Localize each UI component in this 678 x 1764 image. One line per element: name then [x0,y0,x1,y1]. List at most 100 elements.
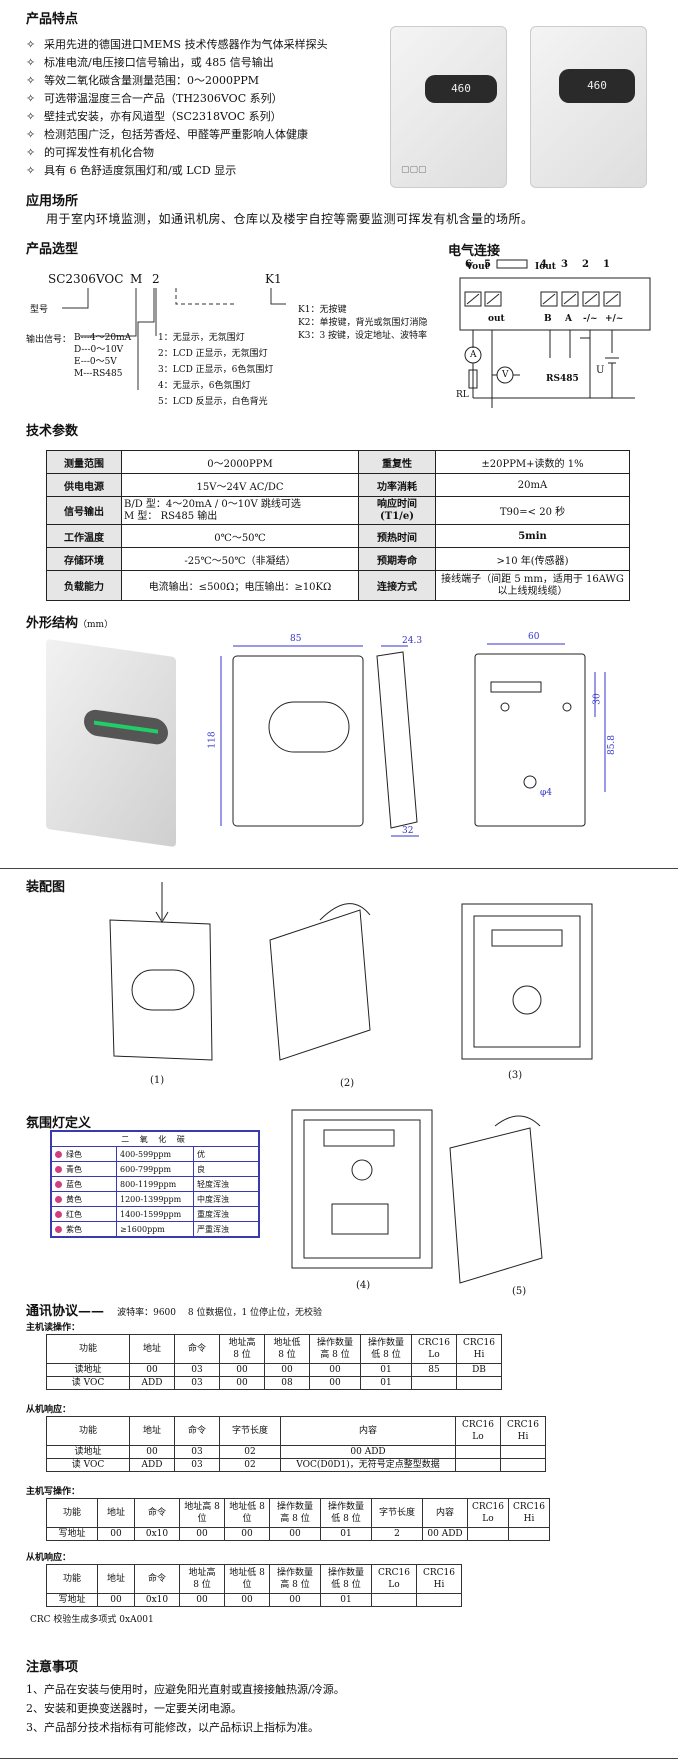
protocol-params: 波特率：9600 8 位数据位，1 位停止位，无校验 [117,1308,323,1318]
model-2: 2 [152,272,160,286]
features-title: 产品特点 [26,12,79,27]
tech-title: 技术参数 [26,424,79,439]
product-photo-1: 460 ▢▢▢ [390,26,507,188]
master-write-title: 主机写操作： [26,1487,81,1497]
color-dot-icon [55,1211,62,1218]
feature-item-continued: 的可挥发性有机化合物 [26,144,396,162]
vout-label: Vout [466,262,489,272]
step-4: (4) [356,1280,371,1291]
wiring-diagram [459,259,651,408]
master-read-table: 功能地址命令地址高 8 位地址低 8 位操作数量 高 8 位操作数量 低 8 位… [46,1334,502,1390]
dim-85-8: 85.8 [607,734,618,756]
divider [0,868,678,869]
dim-phi4: φ4 [540,788,553,798]
product-side-photo [46,638,176,848]
divider [0,1758,678,1759]
assembly-drawings [109,882,593,1061]
iout-label: Iout [535,262,556,272]
color-dot-icon [55,1151,62,1158]
lcd-display: 460 [425,75,497,103]
table-header: 功能地址命令地址高 8 位地址低 8 位操作数量 高 8 位操作数量 低 8 位… [46,1334,502,1364]
display-option: 3：LCD 正显示，6色氛围灯 [158,365,274,375]
display-option: 5：LCD 反显示，白色背光 [158,397,268,407]
notes-list: 1、产品在安装与使用时，应避免阳光直射或直接接触热源/冷源。 2、安装和更换变送… [26,1680,345,1737]
master-write-table: 功能地址命令地址高 8 位地址低 8 位操作数量 高 8 位操作数量 低 8 位… [46,1498,550,1541]
feature-item: 检测范围广泛，包括芳香烃、甲醛等严重影响人体健康 [26,126,396,144]
note-item: 3、产品部分技术指标有可能修改，以产品标识上指标为准。 [26,1721,319,1734]
terminal-4: 4 [540,259,547,270]
dim-60: 60 [528,632,540,642]
slave-write-title: 从机响应： [26,1553,72,1563]
rl-label: RL [456,390,469,400]
protocol-header: 通讯协议—— 波特率：9600 8 位数据位，1 位停止位，无校验 [26,1300,322,1319]
note-item: 1、产品在安装与使用时，应避免阳光直射或直接接触热源/冷源。 [26,1683,345,1696]
selection-title: 产品选型 [26,242,79,257]
dim-24-3: 24.3 [402,636,423,646]
application-text: 用于室内环境监测，如通讯机房、仓库以及楼宇自控等需要监测可挥发有机含量的场所。 [46,212,534,226]
ambient-title: 氛围灯定义 [26,1116,92,1131]
display-option: 1：无显示，无氛围灯 [158,333,245,343]
color-dot-icon [55,1166,62,1173]
lcd-display: 460 [559,69,635,103]
slave-resp-title: 从机响应： [26,1405,72,1415]
protocol-title: 通讯协议—— [26,1304,105,1319]
dim-30: 30 [592,693,603,705]
table-header: 功能地址命令地址高 8 位地址低 8 位操作数量 高 8 位操作数量 低 8 位… [46,1564,462,1594]
wiring-title: 电气连接 [448,244,501,259]
feature-item: 标准电流/电压接口信号输出，或 485 信号输出 [26,54,396,72]
features-list: 采用先进的德国进口MEMS 技术传感器作为气体采样探头 标准电流/电压接口信号输… [26,36,396,180]
volt-label: V [502,370,509,380]
note-item: 2、安装和更换变送器时，一定要关闭电源。 [26,1702,242,1715]
feature-item: 具有 6 色舒适度氛围灯和/或 LCD 显示 [26,162,396,180]
a-label: A [565,314,572,324]
application-title: 应用场所 [26,194,79,209]
step-2: (2) [340,1078,355,1089]
terminal-6: 6 [465,259,472,270]
display-option: 4：无显示，6色氛围灯 [158,381,251,391]
output-option: M---RS485 [74,369,123,379]
assembly-title: 装配图 [26,880,66,895]
master-read-title: 主机读操作： [26,1323,81,1333]
out-label: out [488,314,505,324]
crc-note: CRC 校验生成多项式 0xA001 [30,1615,154,1625]
feature-item: 可选带温湿度三合一产品（TH2306VOC 系列） [26,90,396,108]
feature-item: 等效二氧化碳含量测量范围：0～2000PPM [26,72,396,90]
product-photo-2: 460 [530,26,647,188]
key-option: K3：3 按键，设定地址、波特率 [298,331,428,341]
color-dot-icon [55,1181,62,1188]
terminal-1: 1 [603,259,610,270]
output-option: E---0～5V [74,357,117,367]
brand-logo: ▢▢▢ [401,165,427,175]
terminal-3: 3 [561,259,568,270]
table-header: 功能地址命令地址高 8 位地址低 8 位操作数量 高 8 位操作数量 低 8 位… [46,1498,550,1528]
notes-title: 注意事项 [26,1660,79,1675]
key-option: K2：单按键，背光或氛围灯消隐 [298,318,428,328]
terminal-5: 5 [484,259,491,270]
step-3: (3) [508,1070,523,1081]
step-5: (5) [512,1286,527,1297]
output-options: B---4～20mA D---0～10V E---0～5V M---RS485 [74,332,131,380]
output-label: 输出信号： [26,335,72,345]
u-label: U [596,365,605,376]
color-dot-icon [55,1226,62,1233]
table-row: 存储环境-25℃～50℃（非凝结）预期寿命>10 年(传感器) [46,547,630,571]
output-option: B---4～20mA [74,333,132,343]
b-label: B [544,314,552,324]
key-option: K1：无按键 [298,305,347,315]
shape-title: 外形结构（mm） [26,616,114,631]
model-k1: K1 [265,272,282,286]
model-m: M [130,272,143,286]
feature-item: 壁挂式安装，亦有风道型（SC2318VOC 系列） [26,108,396,126]
